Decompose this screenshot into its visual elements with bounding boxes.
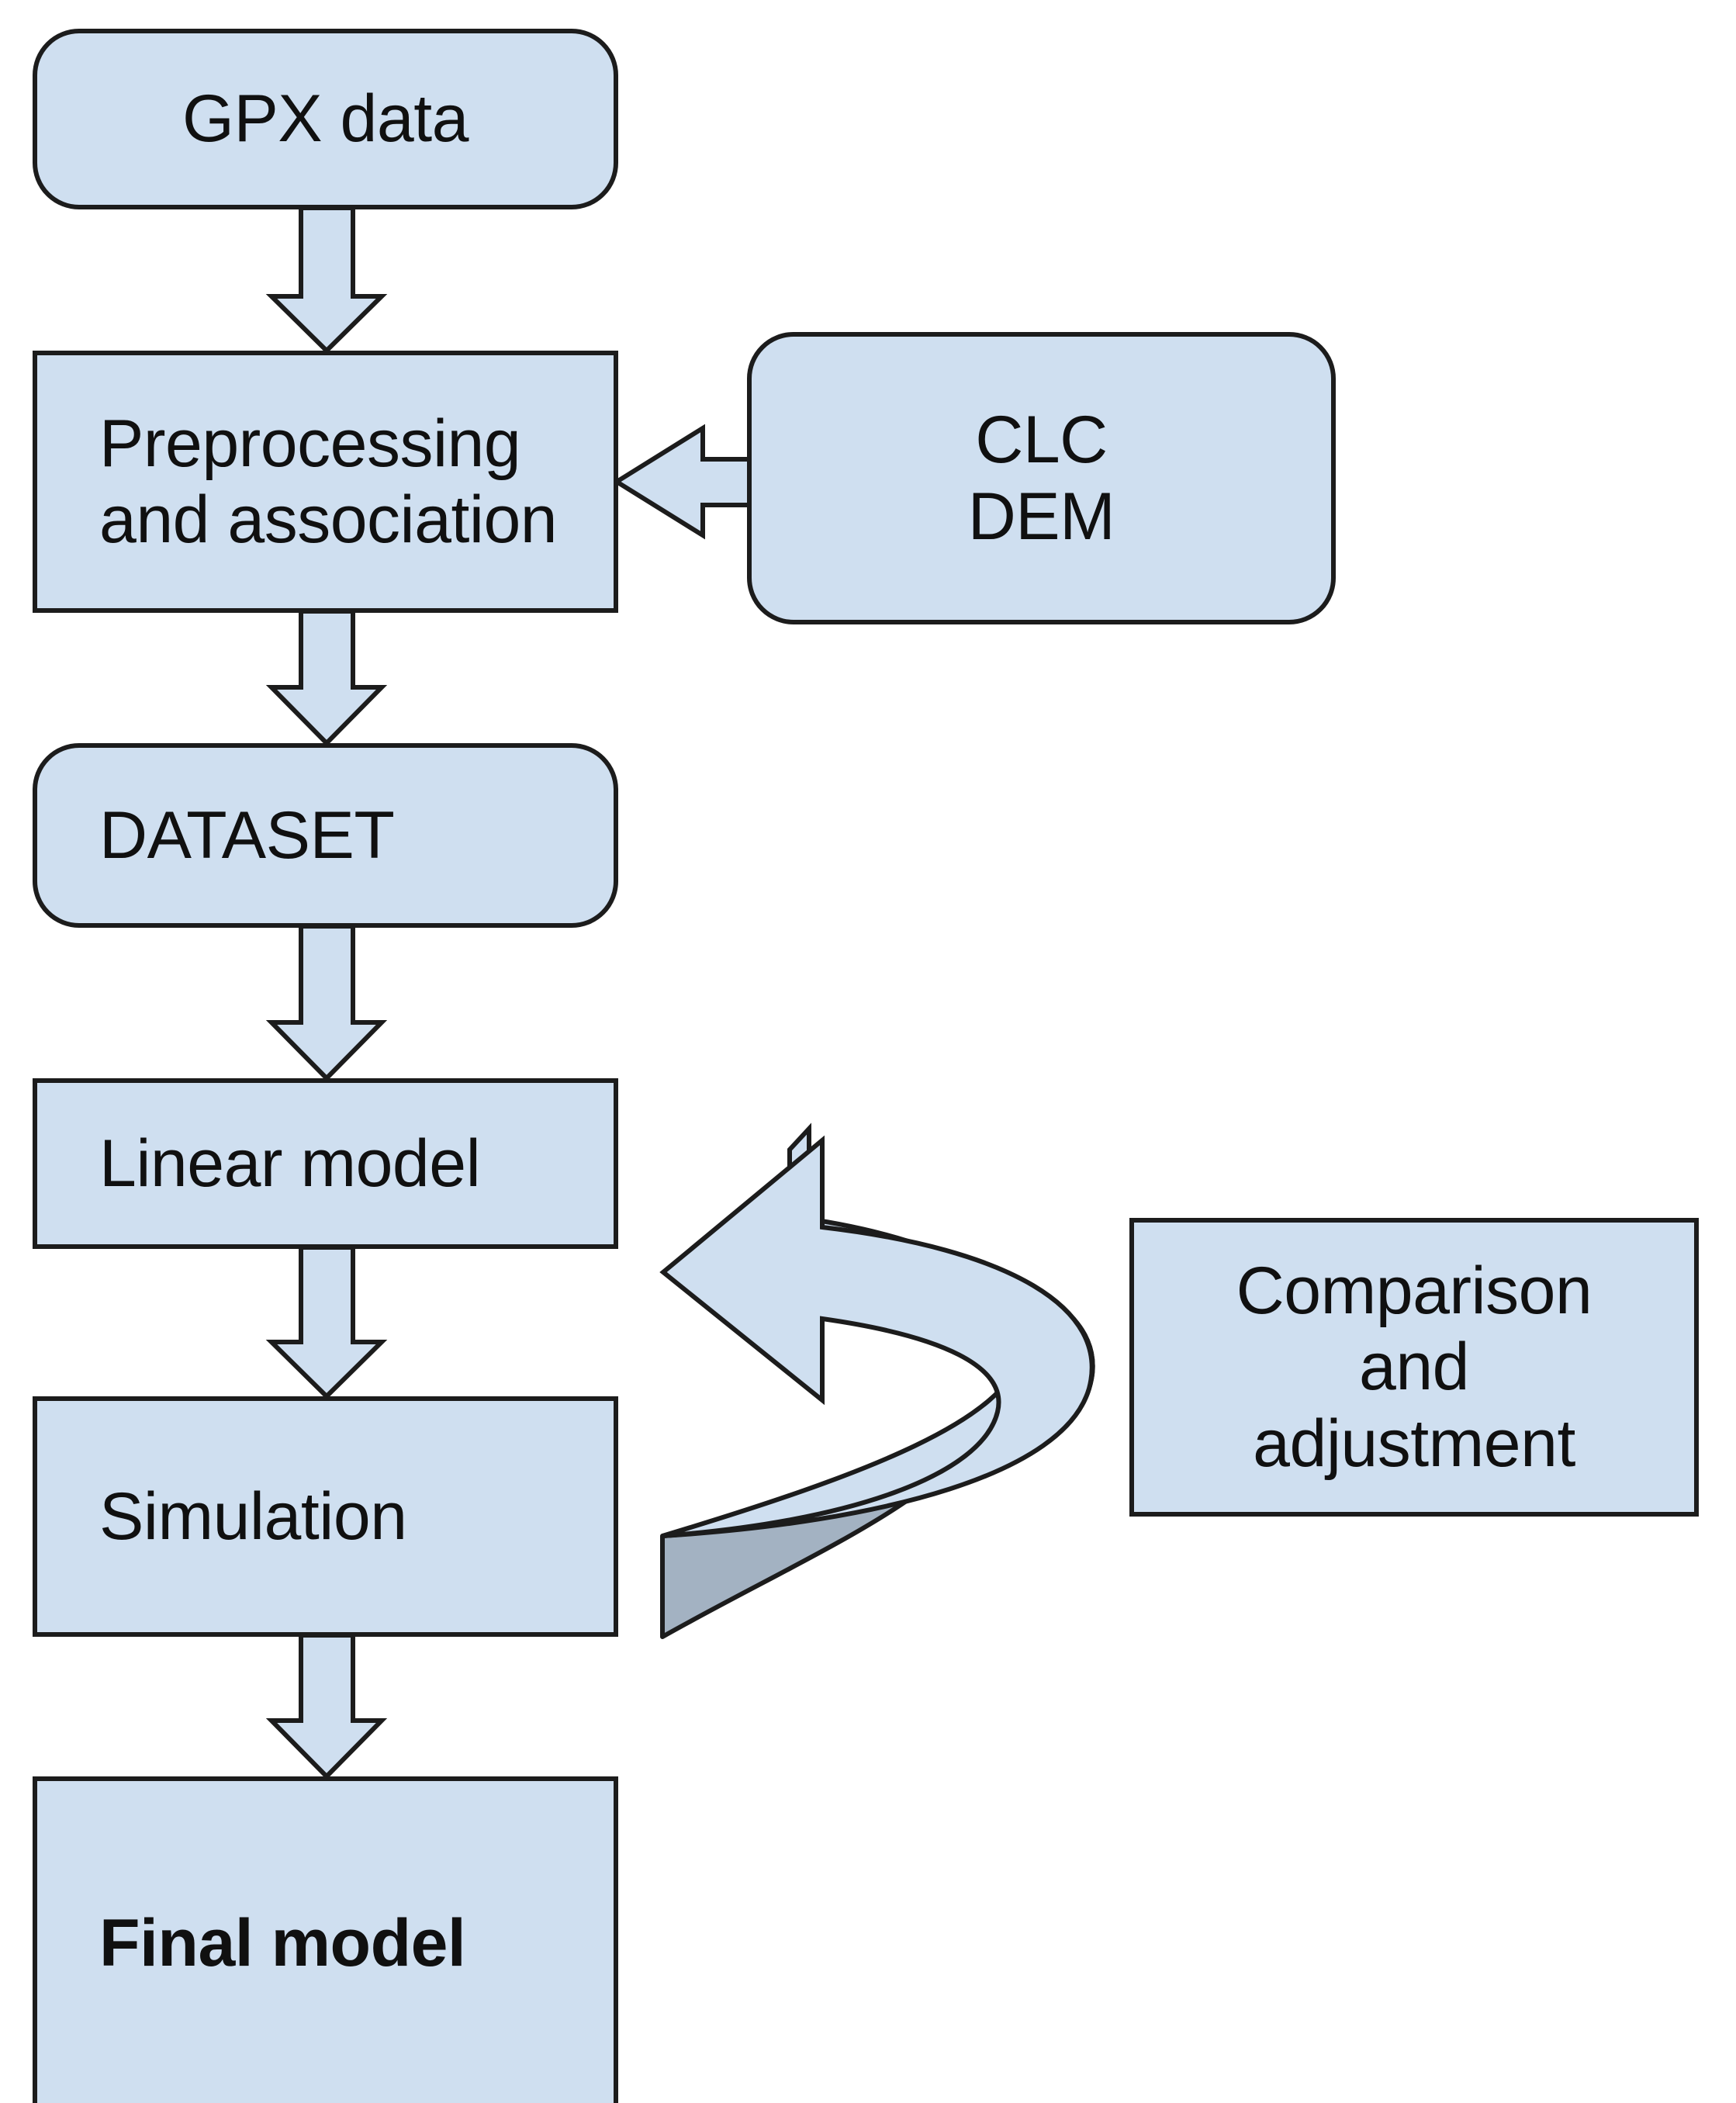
node-dataset-label: DATASET bbox=[99, 797, 395, 873]
node-final-model[interactable]: Final model bbox=[33, 1776, 618, 2103]
node-comparison-and-adjustment-label: Comparison and adjustment bbox=[1236, 1254, 1592, 1481]
node-preprocessing-and-association-label: Preprocessing and association bbox=[99, 406, 558, 557]
arrow-linear-model-to-simulation bbox=[265, 1245, 388, 1400]
node-final-model-label: Final model bbox=[99, 1905, 466, 1980]
node-clc-dem-label: CLC DEM bbox=[967, 403, 1115, 554]
node-gpx-data[interactable]: GPX data bbox=[33, 29, 618, 209]
node-linear-model[interactable]: Linear model bbox=[33, 1078, 618, 1249]
arrow-gpx-to-preprocessing bbox=[265, 206, 388, 355]
arrow-clcdem-to-preprocessing bbox=[612, 424, 752, 540]
node-dataset[interactable]: DATASET bbox=[33, 743, 618, 928]
node-clc-dem[interactable]: CLC DEM bbox=[747, 332, 1336, 624]
node-simulation-label: Simulation bbox=[99, 1479, 407, 1554]
node-gpx-data-label: GPX data bbox=[182, 81, 469, 157]
node-linear-model-label: Linear model bbox=[99, 1126, 481, 1201]
node-preprocessing-and-association[interactable]: Preprocessing and association bbox=[33, 351, 618, 613]
arrow-simulation-to-final-model bbox=[265, 1633, 388, 1780]
curved-return-arrow-shadow-band bbox=[660, 1254, 1095, 1639]
arrow-dataset-to-linear-model bbox=[265, 924, 388, 1082]
node-simulation[interactable]: Simulation bbox=[33, 1396, 618, 1637]
curved-return-arrow-band bbox=[662, 1122, 1095, 1538]
arrow-preprocessing-to-dataset bbox=[265, 609, 388, 747]
curved-return-arrowhead bbox=[659, 1135, 1095, 1538]
node-comparison-and-adjustment[interactable]: Comparison and adjustment bbox=[1129, 1218, 1699, 1517]
